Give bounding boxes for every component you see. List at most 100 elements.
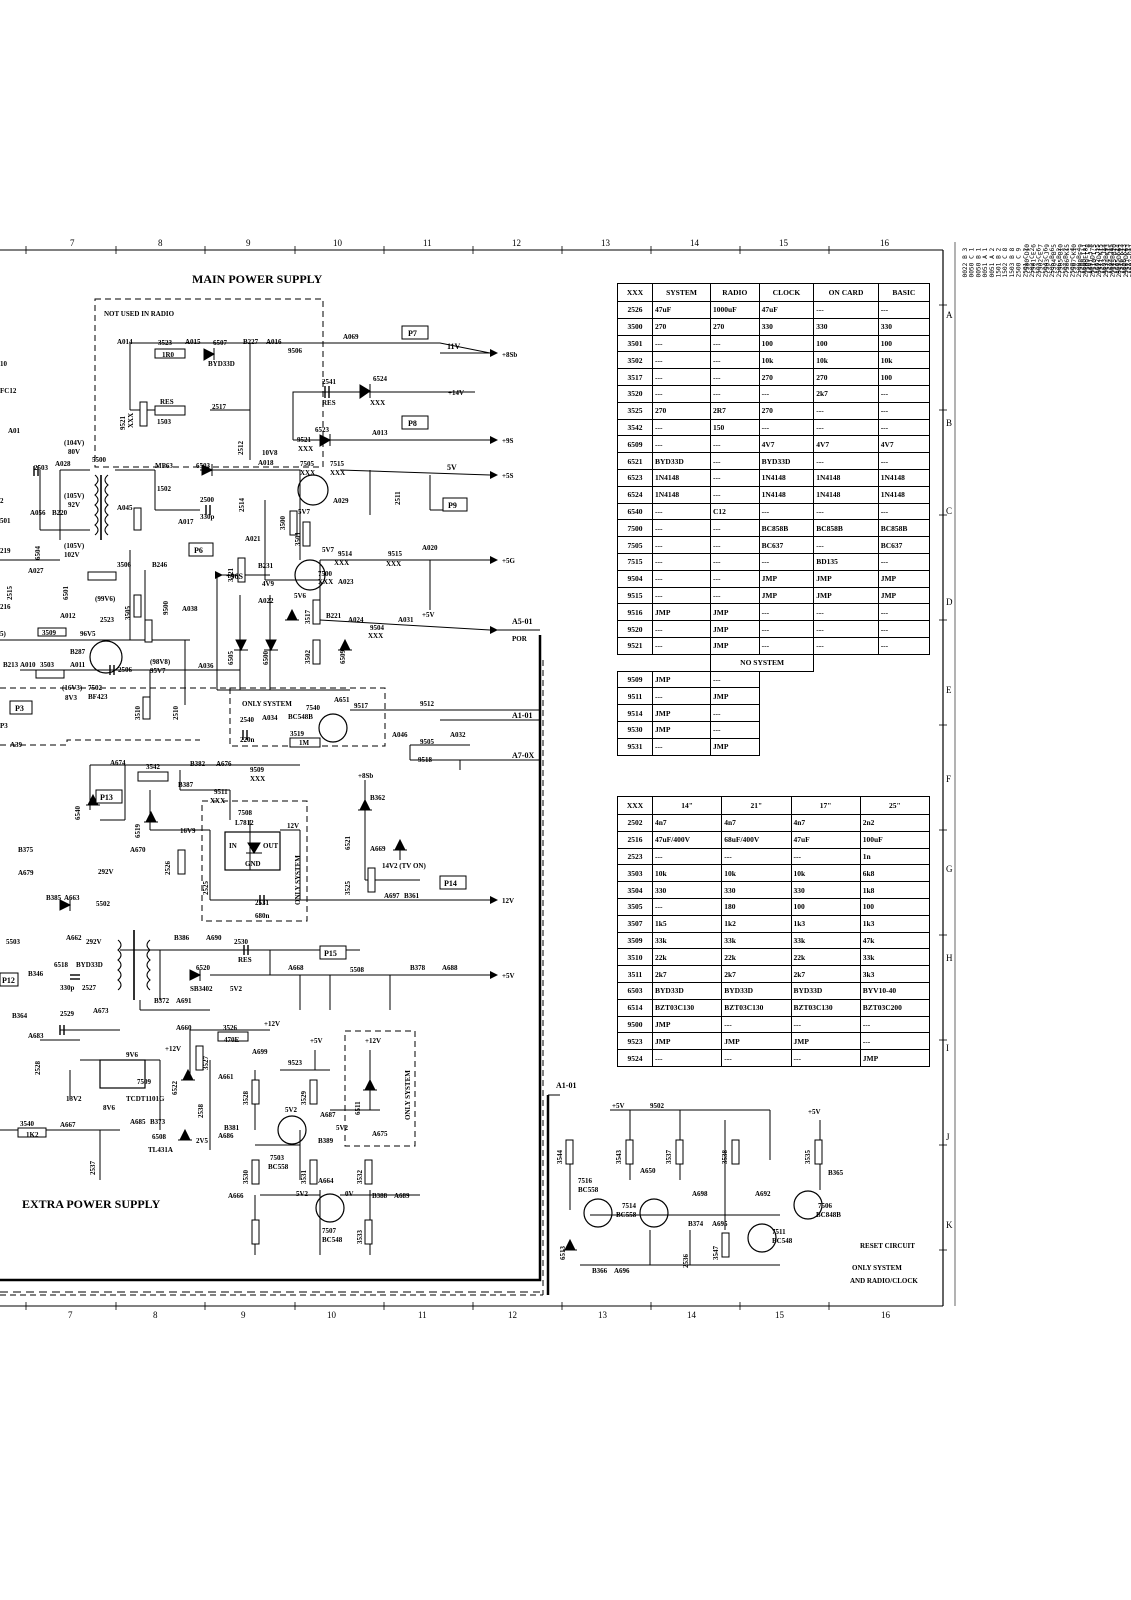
table-cell: 1k5 <box>651 914 723 933</box>
component-label: TCDT1101G <box>126 1095 165 1103</box>
rail-5v-extra: +5V <box>502 972 515 980</box>
table-cell: --- <box>651 737 712 756</box>
table-cell: 330 <box>813 317 879 336</box>
table-cell: 1k3 <box>790 914 861 933</box>
component-label: 3530 <box>242 1170 250 1185</box>
col-header: 14" <box>651 796 723 815</box>
table-cell: 3517 <box>617 368 653 386</box>
col-label: 9 <box>246 238 251 248</box>
table-cell: 270 <box>651 401 712 420</box>
table-cell: 270 <box>710 317 760 336</box>
table-cell: --- <box>651 351 712 370</box>
component-label: 7505 <box>300 460 315 468</box>
table-cell: 22k <box>651 948 723 967</box>
component-label: B346 <box>28 970 44 978</box>
table-cell: BC858B <box>877 519 931 538</box>
table-cell: 2516 <box>617 830 653 849</box>
table-cell: --- <box>651 519 712 538</box>
table-cell: 9500 <box>617 1015 653 1034</box>
component-label: (99V6) <box>95 595 116 603</box>
component-label: 2500 <box>200 496 215 504</box>
table-cell: --- <box>813 401 879 420</box>
component-label: A687 <box>320 1111 336 1119</box>
net-a101b: A1-01 <box>556 1081 576 1090</box>
component-label: XXX <box>330 469 345 477</box>
connector-p3: P3 <box>15 704 24 713</box>
component-label: 292V <box>98 868 114 876</box>
component-label: 6523 <box>315 426 330 434</box>
connector-p15: P15 <box>324 949 337 958</box>
table-cell: --- <box>710 334 760 353</box>
component-label: A669 <box>370 845 386 853</box>
table-cell: JMP <box>710 603 760 622</box>
row-label: D <box>946 597 953 607</box>
component-label: A667 <box>60 1121 76 1129</box>
net-por: POR <box>512 635 528 643</box>
rail-5g: +5G <box>502 557 515 565</box>
table-cell: --- <box>710 351 760 370</box>
table-cell: --- <box>651 384 712 403</box>
table-cell: --- <box>651 435 712 454</box>
only-system-box-3 <box>344 1030 416 1147</box>
table-cell: --- <box>651 897 723 916</box>
component-label: 3523 <box>158 339 173 347</box>
table-cell: BYD33D <box>790 981 861 1000</box>
table-cell: 270 <box>758 401 815 420</box>
component-label: 1R0 <box>162 351 175 359</box>
not-used-in-radio-box <box>94 298 324 468</box>
component-label: 3526 <box>223 1024 238 1032</box>
component-label: 3527 <box>202 1056 210 1071</box>
component-label: FC12 <box>0 387 17 395</box>
component-label: A660 <box>176 1024 192 1032</box>
table-cell: 3502 <box>617 351 653 370</box>
table-row: 3520---------2k7--- <box>617 384 931 403</box>
component-label: A686 <box>218 1132 234 1140</box>
connector-p14: P14 <box>444 879 457 888</box>
table-cell: 180 <box>721 897 792 916</box>
component-label: 3517 <box>304 610 312 625</box>
table-cell: 270 <box>758 368 815 386</box>
table-cell: 4V7 <box>813 435 879 454</box>
table-cell: 4V7 <box>877 435 931 454</box>
table-cell: BD135 <box>813 552 879 571</box>
component-label: 2531 <box>255 899 270 907</box>
component-label: 3500 <box>279 516 287 531</box>
connector-p12: P12 <box>2 976 15 985</box>
table-cell: --- <box>758 552 815 571</box>
table-cell: --- <box>758 620 815 638</box>
table-cell: JMP <box>651 1032 723 1051</box>
regulator-in: IN <box>229 842 237 850</box>
component-label: 12V <box>287 822 299 830</box>
rail-8sb-b: +8Sb <box>358 772 373 780</box>
table-cell: --- <box>758 636 815 655</box>
component-label: 2527 <box>82 984 97 992</box>
table-cell: --- <box>813 620 879 638</box>
table-cell: JMP <box>710 737 760 756</box>
component-label: 9502 <box>650 1102 665 1110</box>
component-label: 3538 <box>721 1150 729 1165</box>
component-label: A662 <box>66 934 82 942</box>
component-label: 9523 <box>288 1059 303 1067</box>
component-label: 9517 <box>354 702 369 710</box>
table-cell: JMP <box>859 1049 931 1067</box>
table-cell: --- <box>651 368 712 386</box>
component-label: 9515 <box>388 550 403 558</box>
component-label: A045 <box>117 504 133 512</box>
component-label: 6501 <box>62 586 70 601</box>
table-cell: --- <box>651 569 712 588</box>
table-cell: 6509 <box>617 435 653 454</box>
table-cell: 6540 <box>617 502 653 521</box>
table-cell: --- <box>813 502 879 521</box>
table-cell: --- <box>710 368 760 386</box>
component-label: 1M <box>299 739 310 747</box>
table-cell: 3504 <box>617 881 653 899</box>
table-cell: 330 <box>721 881 792 899</box>
col-label: 13 <box>601 238 611 248</box>
table-cell: 3542 <box>617 418 653 437</box>
component-label: B221 <box>326 612 342 620</box>
component-label: 8V3 <box>65 694 78 702</box>
